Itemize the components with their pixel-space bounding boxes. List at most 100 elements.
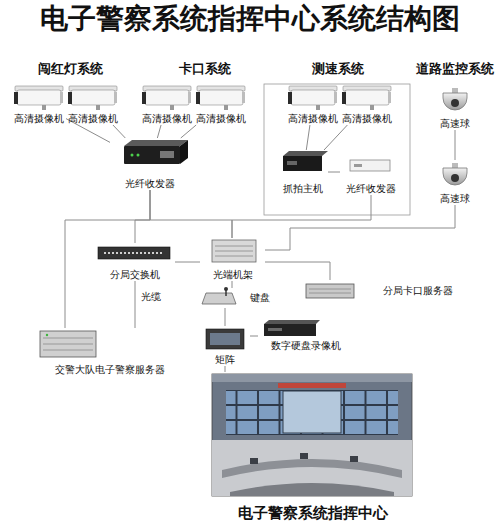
connector-line [135, 190, 150, 243]
camera-box: 高清摄像机 [340, 83, 394, 125]
dome-camera-box: 高速球 [432, 160, 478, 205]
camera-box: 高清摄像机 [140, 83, 194, 125]
server-slot [309, 293, 351, 294]
status-led [137, 154, 140, 157]
dvr-icon [264, 324, 316, 336]
connector-line [225, 308, 226, 326]
connector-line [232, 281, 233, 288]
rack-slot [215, 251, 253, 252]
node-label: 高清摄像机 [12, 113, 66, 125]
system-heading: 卡口系统 [179, 61, 231, 77]
node-label: 光端机架 [200, 269, 265, 281]
device-top [124, 140, 188, 146]
dvr-box: 数字硬盘录像机 [258, 320, 353, 352]
connector-line [157, 125, 161, 138]
panel-detail [268, 328, 282, 331]
node-label: 高清摄像机 [286, 113, 340, 125]
server-slot [43, 350, 93, 351]
server-slot [309, 289, 351, 290]
rack-box: 光端机架 [200, 238, 265, 281]
label-stack: 抓拍主机 [278, 183, 328, 195]
rack-slot [215, 246, 253, 247]
server-icon [40, 331, 96, 357]
connector-line [455, 130, 456, 160]
connector-line [65, 190, 150, 328]
connector-line [225, 366, 226, 372]
panel-detail [354, 164, 362, 167]
desk-monitor [250, 458, 258, 464]
label-stack: 光纤收发器 [110, 178, 190, 190]
label-stack: 分局卡口服务器 [383, 285, 453, 297]
node-label: 高清摄像机 [340, 113, 394, 125]
panel-detail [287, 161, 297, 165]
connector-line [328, 172, 340, 173]
system-heading: 道路监控系统 [416, 61, 494, 77]
transceiver-box: 光纤收发器 [340, 150, 402, 195]
device-side [180, 140, 188, 164]
dome-camera-icon [443, 88, 467, 110]
device-top [283, 151, 328, 156]
switch-box: 分局交换机 [95, 243, 175, 281]
label-stack: 键盘 [250, 292, 270, 304]
label-stack: 高速球 [432, 193, 478, 205]
camera-icon [288, 86, 337, 110]
camera-box: 高清摄像机 [66, 83, 120, 125]
group-frame [264, 84, 410, 215]
video-wall [226, 390, 398, 435]
main-screen [283, 391, 341, 433]
matrix-box: 矩阵 [200, 326, 250, 366]
command-center-box: 电子警察系统指挥中心 [205, 372, 420, 522]
edge-label: 光缆 [141, 291, 161, 303]
diagram-title: 电子警察系统指挥中心系统结构图 [0, 2, 500, 36]
label-stack: 高清摄像机 [194, 113, 248, 125]
node-label: 数字硬盘录像机 [258, 340, 353, 352]
connector-group [65, 119, 455, 372]
device-top [264, 320, 320, 324]
connector-line [135, 281, 136, 328]
node-label: 高清摄像机 [194, 113, 248, 125]
node-label: 矩阵 [200, 354, 250, 366]
dome-camera-icon [443, 163, 467, 185]
connector-line [232, 195, 371, 238]
wall-banner [278, 383, 346, 388]
camera-icon [342, 86, 391, 110]
rack-slot [215, 256, 253, 257]
camera-icon [196, 86, 245, 110]
matrix-icon [206, 329, 244, 349]
label-stack: 交警大队电子警察服务器 [35, 364, 185, 376]
label-stack: 高清摄像机 [140, 113, 194, 125]
camera-icon [14, 86, 63, 110]
connector-line [150, 190, 232, 238]
transceiver-icon [350, 160, 390, 171]
node-label: 分局卡口服务器 [383, 285, 453, 297]
connector-line [113, 125, 125, 138]
label-stack: 数字硬盘录像机 [258, 340, 353, 352]
connector-line [250, 336, 258, 337]
server-box: 交警大队电子警察服务器 [35, 328, 185, 376]
status-led [46, 334, 48, 336]
connector-line [306, 125, 310, 150]
rack-icon [212, 240, 256, 262]
command-center-photo [212, 374, 412, 496]
capture-host-box: 抓拍主机 [278, 150, 328, 195]
node-label: 光纤收发器 [110, 178, 190, 190]
dome-camera-box: 高速球 [432, 85, 478, 130]
node-label: 抓拍主机 [278, 183, 328, 195]
camera-box: 高清摄像机 [194, 83, 248, 125]
camera-box: 高清摄像机 [286, 83, 340, 125]
label-stack: 光端机架 [200, 269, 265, 281]
server-slot [43, 338, 93, 339]
label-stack: 高清摄像机 [12, 113, 66, 125]
connector-line [175, 262, 200, 263]
connector-line [265, 205, 455, 250]
port-row [104, 252, 164, 254]
camera-box: 高清摄像机 [12, 83, 66, 125]
connector-line [181, 125, 196, 138]
server-box: 分局卡口服务器 [303, 280, 453, 302]
floor [212, 440, 412, 496]
desk-monitor [300, 453, 308, 459]
label-stack: 光纤收发器 [340, 183, 402, 195]
